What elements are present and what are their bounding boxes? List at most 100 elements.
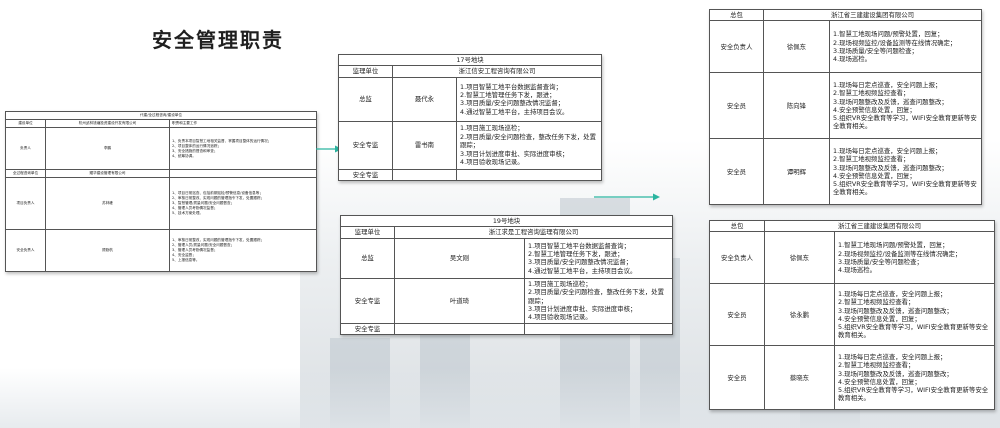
duty-line: 4.安全预警信息处置，回复； [833, 105, 916, 114]
duty-line: 4、管理人员考勤情况监督； [172, 206, 218, 210]
duty-cell: 1.现场每日定点巡查，安全问题上报； 2.智慧工地视频监控查看； 3.现场问题整… [828, 72, 983, 140]
duty-line: 2.智慧工地视频监控查看； [838, 298, 915, 307]
role-cell: 负责人 [5, 127, 46, 170]
duty-line: 2.现场视频监控/设备监测等在线情况确定； [833, 38, 957, 47]
name-cell: 徐佩东 [764, 231, 835, 285]
duty-line: 1.项目施工现场巡检； [528, 279, 592, 288]
name-cell: 苏林峰 [45, 177, 170, 230]
duty-line: 3.项目质量/安全问题整改情况监督； [460, 99, 565, 108]
table-row: 建设单位 杭州武林钱塘投资建设开发有限公司 职责和主要工作 [5, 119, 318, 128]
duty-line: 1、项目日常巡查、包括前期巡检/预警信息/设备信息等； [172, 191, 263, 195]
duty-line: 4.通过智慧工地平台，主持项目会议。 [460, 107, 569, 116]
duty-line: 3.现场问题整改及反馈，巡查问题整改； [833, 163, 948, 172]
duty-line: 1.现场每日定点巡查，安全问题上报； [833, 81, 942, 90]
name-cell: 蔡晓东 [764, 345, 835, 411]
duty-cell: 1.智慧工地现场问题/预警处置，回复； 2.现场视频监控/设备监测等在线情况确定… [828, 20, 983, 74]
duty-line: 1.智慧工地现场问题/预警处置，回复； [838, 241, 949, 250]
role-cell: 总包 [709, 219, 765, 233]
duty-line: 2.智慧工地视频监控查看； [833, 89, 910, 98]
role-cell: 安全专监 [338, 120, 393, 170]
duty-line: 2.现场视频监控/设备监测等在线情况确定； [838, 249, 962, 258]
duty-cell: 1.项目智慧工地平台数据监督查询； 2.智慧工地管理任务下发，跟进； 3.项目质… [456, 76, 602, 122]
duty-line: 4、统筹协调。 [172, 153, 196, 158]
empty-cell [168, 169, 318, 178]
name-cell: 谭明辉 [763, 138, 830, 206]
duty-cell: 1、项目日常巡查、包括前期巡检/预警信息/设备信息等； 2、审核日常整改、实现问… [168, 177, 318, 230]
duty-line: 1.项目智慧工地平台数据监督查询； [460, 82, 562, 91]
duty-line: 5.组织VR安全教育等学习，WIFI安全教育更新等安全教育相关。 [833, 179, 977, 197]
duty-line: 2.智慧工地管理任务下发，跟进； [460, 90, 556, 99]
duty-line: 1.现场每日定点巡查，安全问题上报； [838, 353, 947, 362]
duty-line: 4.项目验收现场记录。 [528, 313, 592, 322]
duty-line: 3.现场质量/安全等问题检查； [833, 46, 918, 55]
duty-line: 2.项目质量/安全问题检查，整改任务下发，处置跟踪； [528, 288, 665, 305]
duty-line: 2.智慧工地管理任务下发，跟进； [528, 249, 624, 258]
role-cell: 安全员 [709, 138, 764, 206]
duty-line: 3.项目计划进度审批、实际进度审核； [460, 149, 569, 158]
duty-cell: 1.项目施工现场巡检； 2.项目质量/安全问题检查，整改任务下发，处置跟踪； 3… [456, 120, 602, 170]
role-cell: 监理单位 [338, 65, 393, 78]
role-cell: 安全员 [709, 72, 764, 140]
duty-cell: 1、审核日常整改，实现问题的管理指令下发，处置跟踪； 2、管理人员/质量问题/安… [168, 229, 318, 272]
name-cell: 李鹏 [45, 127, 170, 170]
table-row: 负责人 李鹏 1、负责本项目智慧工地相关监督、掌握项目整体的运行情况； 2、项目… [5, 127, 318, 170]
duty-line: 4.现场巡检。 [833, 54, 872, 63]
duty-line: 3.现场问题整改及反馈，巡查问题整改； [833, 97, 948, 106]
name-cell: 叶道琦 [394, 277, 525, 324]
name-cell [392, 168, 457, 182]
duty-line: 1.智慧工地现场问题/预警处置，回复； [833, 30, 944, 39]
duty-cell: 1.项目智慧工地平台数据监督查询； 2.智慧工地管理任务下发，跟进； 3.项目质… [524, 237, 673, 279]
duty-line: 1.现场每日定点巡查，安全问题上报； [833, 147, 942, 156]
duty-cell [456, 168, 602, 182]
org-cell: 耀华建设管理有限公司 [45, 169, 170, 178]
role-cell: 建设单位 [5, 119, 46, 128]
duty-line: 2.智慧工地视频监控查看； [838, 361, 915, 370]
role-cell: 总监 [340, 237, 395, 279]
role-cell: 总包 [709, 8, 764, 22]
role-cell: 安全负责人 [5, 229, 46, 272]
org-cell: 浙江省三建建设集团有限公司 [762, 8, 983, 22]
role-cell: 全过程咨询单位 [5, 169, 46, 178]
plot-17-table: 17号地块 监理单位 浙江信安工程咨询有限公司 总监 聂代永 1.项目智慧工地平… [338, 53, 602, 182]
duty-line: 1、审核日常整改，实现问题的管理指令下发，处置跟踪； [172, 238, 265, 242]
general-contractor-table-2: 总包 浙江省三建建设集团有限公司 安全负责人 徐佩东 1.智慧工地现场问题/预警… [709, 219, 996, 411]
name-cell: 陈向锋 [763, 72, 830, 140]
table-row: 代建/全过程咨询/建设单位 [4, 111, 318, 120]
duty-line: 3、智慧管理/质量问题/安全问题督查； [172, 201, 235, 205]
construction-unit-table: 代建/全过程咨询/建设单位 建设单位 杭州武林钱塘投资建设开发有限公司 职责和主… [4, 111, 318, 272]
role-cell: 安全负责人 [709, 20, 764, 74]
duty-line: 3.项目计划进度审批、实际进度审核； [528, 305, 637, 314]
duty-line: 4.通过智慧工地平台，主持项目会议。 [528, 266, 637, 275]
org-cell: 浙江省三建建设集团有限公司 [763, 219, 996, 233]
duty-line: 3.现场质量/安全等问题检查； [838, 257, 923, 266]
name-cell: 聂代永 [392, 76, 457, 122]
duty-line: 2、管理人员/质量问题/安全问题督查； [172, 243, 235, 247]
duty-line: 5.组织VR安全教育等学习，WIFI安全教育更新等安全教育相关。 [838, 322, 989, 340]
duty-line: 1、负责本项目智慧工地相关监督、掌握项目整体的运行情况； [172, 138, 272, 143]
role-cell: 安全专监 [340, 322, 395, 336]
table-row: 全过程咨询单位 耀华建设管理有限公司 [5, 169, 318, 178]
duty-cell: 1.现场每日定点巡查，安全问题上报； 2.智慧工地视频监控查看； 3.现场问题整… [828, 138, 983, 206]
duty-cell: 1.项目施工现场巡检； 2.项目质量/安全问题检查，整改任务下发，处置跟踪； 3… [524, 277, 673, 324]
name-cell: 吴文刚 [394, 237, 525, 279]
duty-cell: 1.现场每日定点巡查，安全问题上报； 2.智慧工地视频监控查看； 3.现场问题整… [833, 345, 996, 411]
duty-line: 2、项目整体的运行情况追踪； [172, 143, 222, 148]
duty-line: 3、安全措施的督查和审查； [172, 148, 218, 153]
duty-cell: 1.智慧工地现场问题/预警处置，回复； 2.现场视频监控/设备监测等在线情况确定… [833, 231, 996, 285]
role-cell: 总监 [338, 76, 393, 122]
duty-line: 2、审核日常整改、实现问题的管理指令下发，处置跟踪； [172, 196, 265, 200]
table-header: 代建/全过程咨询/建设单位 [4, 111, 318, 120]
table-title: 17号地块 [338, 53, 602, 67]
table-row: 安全负责人 顾勤杭 1、审核日常整改，实现问题的管理指令下发，处置跟踪； 2、管… [5, 229, 318, 272]
org-cell: 浙江求是工程咨询监理有限公司 [394, 226, 673, 239]
duty-line: 5.组织VR安全教育等学习，WIFI安全教育更新等安全教育相关。 [838, 385, 989, 403]
org-cell: 浙江信安工程咨询有限公司 [392, 65, 602, 78]
name-cell: 顾勤杭 [45, 229, 170, 272]
table-row: 项目负责人 苏林峰 1、项目日常巡查、包括前期巡检/预警信息/设备信息等； 2、… [5, 177, 318, 230]
duty-line: 5、技术方案处理。 [172, 211, 204, 215]
duty-line: 2.智慧工地视频监控查看； [833, 155, 910, 164]
duty-line: 2.项目质量/安全问题检查，整改任务下发，处置跟踪； [460, 132, 597, 150]
arrow-icon [594, 193, 660, 201]
name-cell: 徐佩东 [763, 20, 830, 74]
name-cell: 徐永鹏 [764, 283, 835, 347]
